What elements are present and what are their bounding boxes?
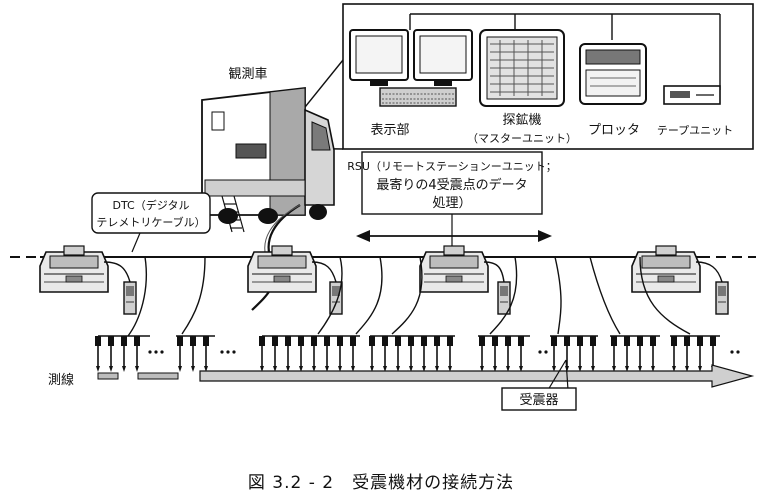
figure-caption: 図 3.2 - 2 受震機材の接続方法 bbox=[248, 473, 514, 493]
survey-direction-arrow bbox=[199, 364, 755, 388]
truck-icon: 観測車 bbox=[201, 67, 335, 233]
rsu-label-line1: RSU（リモートステーションーユニット； bbox=[347, 160, 556, 173]
rsu-callout: RSU（リモートステーションーユニット； 最寄りの4受震点のデータ 処理） bbox=[347, 151, 557, 248]
plotter-icon bbox=[579, 43, 647, 105]
rsu-label-line3: 処理） bbox=[432, 196, 471, 211]
tape-unit-label: テープユニット bbox=[657, 124, 733, 137]
geophone-cables bbox=[98, 256, 720, 337]
master-unit-label: （マスターユニット） bbox=[467, 132, 577, 145]
geophone-callout: 受震器 bbox=[501, 359, 577, 411]
keyboard-icon bbox=[379, 87, 457, 107]
geophone-label: 受震器 bbox=[519, 393, 558, 408]
rsu-label-line2: 最寄りの4受震点のデータ bbox=[376, 177, 527, 193]
plotter-label: プロッタ bbox=[588, 123, 640, 138]
geophone-icon bbox=[94, 335, 717, 373]
rsu-span-arrow bbox=[356, 230, 552, 242]
tape-unit-icon bbox=[663, 85, 721, 105]
battery-leads bbox=[103, 261, 723, 283]
dtc-callout: DTC（デジタル テレメトリケーブル） bbox=[91, 192, 211, 253]
display-label: 表示部 bbox=[370, 123, 409, 138]
monitor-icon bbox=[349, 29, 473, 86]
survey-line-bars bbox=[97, 372, 179, 380]
dtc-label-line1: DTC（デジタル bbox=[112, 198, 189, 212]
continuation-dots bbox=[148, 350, 740, 354]
seismograph-icon bbox=[479, 29, 565, 107]
dtc-label-line2: テレメトリケーブル） bbox=[96, 215, 205, 229]
survey-line-label: 測線 bbox=[48, 372, 74, 388]
seismograph-label: 探鉱機 bbox=[502, 112, 541, 128]
rsu-unit-icon bbox=[39, 245, 701, 293]
vehicle-label: 観測車 bbox=[228, 67, 267, 82]
